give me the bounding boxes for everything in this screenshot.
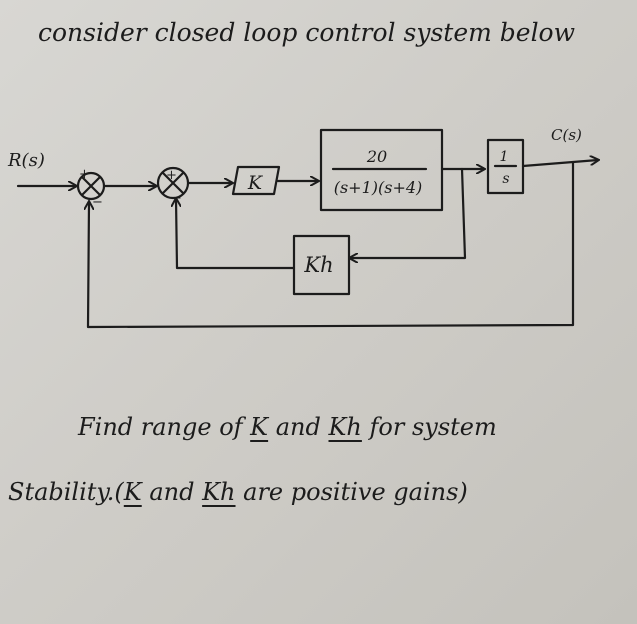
heading-text: consider closed loop control system belo…	[38, 18, 576, 47]
output-label: C(s)	[551, 126, 582, 144]
input-label: R(s)	[7, 150, 45, 171]
outer-summing-junction: + −	[76, 167, 106, 210]
question-line-2-kh: Kh	[202, 478, 236, 506]
inner-feedback-return	[176, 199, 296, 270]
inner-feedback-tap	[350, 167, 467, 258]
outer-minus-sign: −	[92, 195, 103, 210]
question-line-2: Stability.(K and Kh are positive gains)	[8, 478, 468, 506]
question-line-1-kh: Kh	[328, 413, 362, 441]
integrator-numerator: 1	[500, 149, 509, 165]
outer-plus-sign: +	[79, 167, 90, 182]
feedback-gain-block-kh: Kh	[292, 234, 351, 296]
question-line-2-part-1: Stability.(	[8, 478, 124, 506]
gain-block-k: K	[231, 165, 281, 196]
feedback-gain-label: Kh	[303, 253, 333, 277]
integrator-denominator: s	[502, 171, 509, 187]
integrator-block: 1 s	[486, 138, 525, 195]
question-line-1-part-3: for system	[361, 413, 497, 441]
plant-numerator: 20	[366, 147, 387, 166]
plant-denominator: (s+1)(s+4)	[334, 178, 423, 197]
outer-feedback-path	[88, 161, 575, 329]
inner-summing-junction: + −	[156, 166, 190, 206]
question-line-1-part-1: Find range of	[78, 413, 251, 441]
question-line-2-k: K	[123, 478, 142, 506]
output-arrow	[521, 160, 598, 168]
inner-plus-sign: +	[166, 168, 177, 183]
question-line-1-part-2: and	[268, 413, 329, 441]
plant-block: 20 (s+1)(s+4)	[319, 128, 444, 212]
gain-block-label: K	[247, 172, 264, 194]
question-line-1: Find range of K and Kh for system	[78, 413, 497, 441]
question-line-1-k: K	[250, 413, 269, 441]
question-line-2-part-2: and	[141, 478, 203, 506]
question-line-2-part-3: are positive gains)	[235, 478, 468, 506]
